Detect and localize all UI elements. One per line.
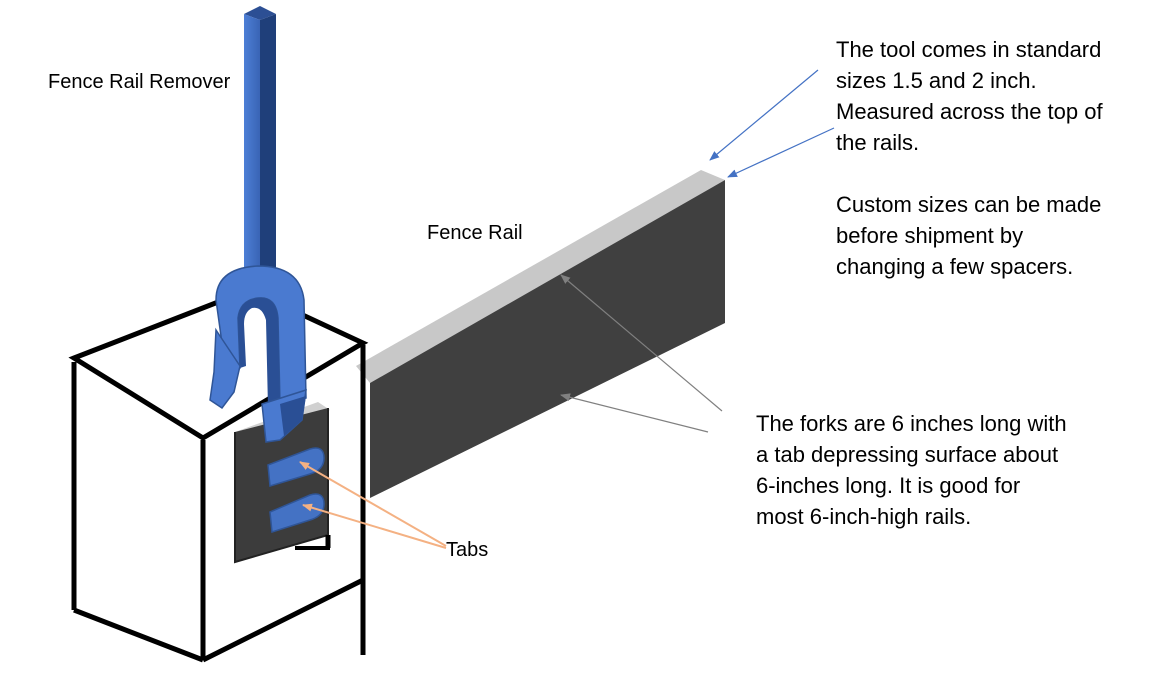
arrow-fork-top (560, 274, 723, 412)
note-fork-length: The forks are 6 inches long with a tab d… (756, 408, 1106, 532)
rail-end-block (234, 402, 331, 564)
arrow-size-right (727, 127, 835, 178)
fork-right-leg-shade (280, 396, 306, 436)
handle-front (244, 14, 260, 282)
note-line: The forks are 6 inches long with (756, 411, 1067, 436)
fork-inner-shadow (238, 297, 280, 408)
note-line: changing a few spacers. (836, 254, 1074, 279)
note-line: 6-inches long. It is good for (756, 473, 1021, 498)
rail-end-outline (234, 408, 329, 564)
label-tabs: Tabs (446, 539, 489, 561)
fence-rail-remover-tool (209, 6, 307, 443)
post-top-outline (68, 287, 369, 441)
label-fence-rail-remover: Fence Rail Remover (48, 71, 231, 93)
note-standard-sizes: The tool comes in standard sizes 1.5 and… (836, 34, 1146, 282)
note-line: sizes 1.5 and 2 inch. (836, 68, 1037, 93)
note-line: The tool comes in standard (836, 37, 1102, 62)
arrow-tab-lower (302, 503, 447, 549)
arrow-size-left (709, 69, 819, 161)
note-line: before shipment by (836, 223, 1024, 248)
fork-left-leg (209, 327, 241, 410)
post-right-bottom (201, 577, 365, 663)
arrow-fork-bottom (560, 393, 709, 433)
note-line: the rails. (836, 130, 920, 155)
handle-side (260, 14, 276, 282)
fence-rail-side-face (370, 180, 725, 498)
tabs-group (267, 447, 325, 533)
annotation-arrows (299, 69, 835, 549)
label-fence-rail: Fence Rail (427, 222, 523, 244)
note-line: a tab depressing surface about (756, 442, 1059, 467)
fence-rail-top-face (356, 170, 725, 383)
handle-top (244, 6, 276, 20)
note-line: Custom sizes can be made (836, 192, 1102, 217)
note-line: most 6-inch-high rails. (756, 504, 972, 529)
note-spacer (836, 158, 1146, 189)
arrow-tab-upper (299, 461, 447, 547)
fence-rail (356, 170, 725, 498)
tab-lower (269, 493, 325, 533)
rail-end-front (235, 408, 328, 562)
tab-upper (267, 447, 325, 487)
note-line: Measured across the top of (836, 99, 1103, 124)
post-left-bottom (73, 607, 204, 663)
fence-post (68, 287, 369, 663)
